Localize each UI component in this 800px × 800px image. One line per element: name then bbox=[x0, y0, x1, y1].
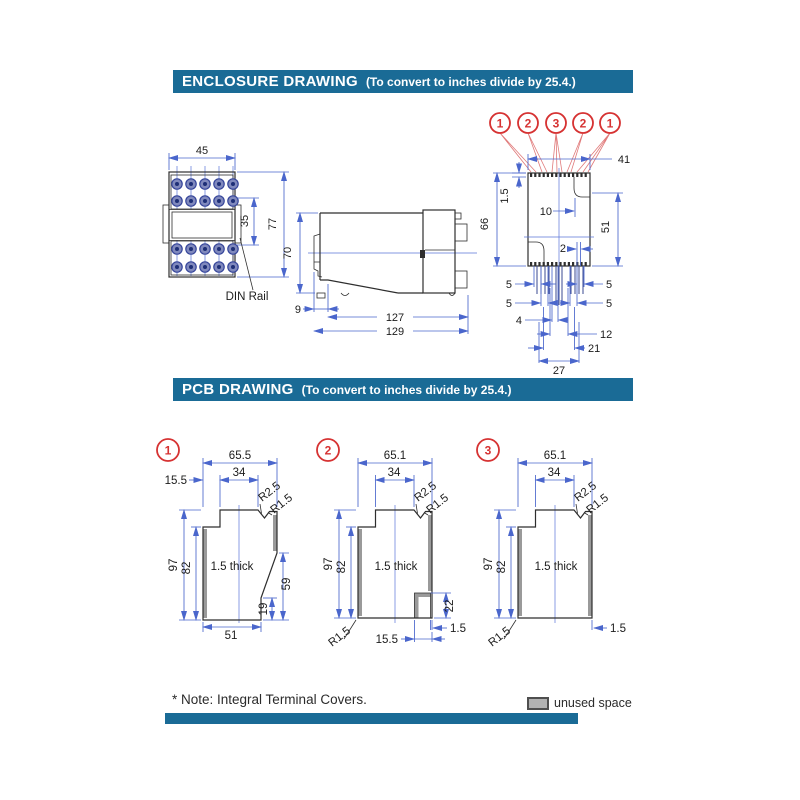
dim-front-height: 77 bbox=[267, 218, 279, 230]
unused-space-legend: unused space bbox=[527, 696, 632, 710]
din-clip-top-tab bbox=[454, 212, 462, 220]
pcb2-outline bbox=[357, 509, 433, 619]
enclosure-header-subtitle: (To convert to inches divide by 25.4.) bbox=[365, 75, 576, 89]
din-rail-clip-side bbox=[313, 233, 323, 278]
callout-leaders bbox=[499, 132, 611, 173]
dim-rear-height: 66 bbox=[479, 218, 491, 230]
pcb3-outline bbox=[517, 509, 593, 619]
front-view: 45 35 77 DIN Rail bbox=[162, 145, 289, 303]
pcb1-dim-tab: 34 bbox=[233, 467, 246, 479]
callout-1b: 1 bbox=[607, 117, 614, 131]
pcb3-dim-h97: 97 bbox=[483, 558, 495, 571]
din-rail-window bbox=[171, 211, 233, 239]
pcb1-dim-h59: 59 bbox=[281, 578, 293, 591]
callout-1a: 1 bbox=[497, 117, 504, 131]
front-foot bbox=[316, 292, 326, 299]
foot-bump bbox=[340, 292, 350, 296]
dim-rear-height51: 51 bbox=[600, 221, 612, 233]
callout-3: 3 bbox=[553, 117, 560, 131]
pcb2-dim-total: 65.1 bbox=[384, 450, 406, 462]
dim-rear-lip: 1.5 bbox=[499, 188, 511, 203]
dim-total-length: 129 bbox=[386, 326, 404, 338]
din-clip-upper bbox=[454, 223, 468, 242]
din-clip-lower bbox=[454, 270, 468, 289]
rear-callouts: 1 2 3 2 1 bbox=[489, 112, 621, 134]
dim-span27: 27 bbox=[553, 365, 565, 377]
pcb2-dim-gap: 1.5 bbox=[450, 623, 466, 635]
footnote: * Note: Integral Terminal Covers. bbox=[172, 692, 367, 707]
dim-body-length: 127 bbox=[386, 312, 404, 324]
pcb3-callout: 3 bbox=[485, 444, 492, 458]
dim-pitch-left-bottom: 5 bbox=[506, 298, 512, 310]
top-right-recess bbox=[573, 177, 590, 198]
pcb3-dim-gap: 1.5 bbox=[610, 623, 626, 635]
dim-span21: 21 bbox=[588, 343, 600, 355]
pcb-header-bar: PCB DRAWING (To convert to inches divide… bbox=[173, 378, 633, 401]
din-rail-leader bbox=[239, 237, 254, 291]
din-rail-label: DIN Rail bbox=[226, 291, 269, 303]
right-mount-tab bbox=[234, 204, 242, 244]
dim-rear-width: 41 bbox=[618, 154, 630, 166]
dim-rear-gap2: 2 bbox=[560, 243, 566, 255]
pcb2-callout: 2 bbox=[325, 444, 332, 458]
pcb1-dim-offset: 15.5 bbox=[165, 475, 187, 487]
pcb2-dim-h97: 97 bbox=[323, 558, 335, 571]
pcb1-dim-bottom: 51 bbox=[225, 630, 238, 642]
callout-2a: 2 bbox=[525, 117, 532, 131]
dim-foot-offset: 9 bbox=[295, 304, 301, 316]
pcb2-radius-corner: R1.5 bbox=[326, 625, 353, 649]
bottom-left-recess bbox=[528, 241, 545, 262]
dim-front-window: 35 bbox=[239, 215, 251, 227]
pcb3-dim-total: 65.1 bbox=[544, 450, 566, 462]
side-view: 70 9 127 129 bbox=[282, 209, 477, 338]
pcb-drawing-3: 3 65.1 34 R2.5 R1.5 97 82 1.5 thick bbox=[476, 438, 626, 649]
dim-span4: 4 bbox=[516, 315, 522, 327]
pcb-header-subtitle: (To convert to inches divide by 25.4.) bbox=[301, 383, 512, 397]
pcb2-dim-notch-h: 22 bbox=[444, 600, 456, 613]
enclosure-header-title: ENCLOSURE DRAWING bbox=[182, 73, 358, 90]
pcb2-unused-notch bbox=[414, 593, 431, 618]
dim-front-width: 45 bbox=[196, 145, 208, 157]
rear-view: 1 2 3 2 1 41 bbox=[479, 112, 630, 377]
pcb1-dim-h82: 82 bbox=[181, 562, 193, 575]
pcb2-dim-notch-w: 15.5 bbox=[376, 634, 398, 646]
pcb1-callout: 1 bbox=[165, 444, 172, 458]
pcb3-dim-h82: 82 bbox=[496, 561, 508, 574]
callout-2b: 2 bbox=[580, 117, 587, 131]
dim-pitch-right-top: 5 bbox=[606, 279, 612, 291]
left-mount-tab bbox=[162, 204, 170, 244]
pcb3-radius-corner: R1.5 bbox=[486, 625, 513, 649]
terminal-block-top bbox=[170, 174, 234, 210]
dim-pitch-left-top: 5 bbox=[506, 279, 512, 291]
unused-space-swatch bbox=[527, 696, 549, 710]
pcb1-outline bbox=[202, 509, 278, 621]
dim-span12: 12 bbox=[600, 329, 612, 341]
dim-side-height: 70 bbox=[282, 247, 294, 259]
pcb-drawing-2: 2 65.1 34 R2.5 R1.5 97 82 1.5 thic bbox=[316, 438, 466, 649]
latch bbox=[420, 250, 425, 258]
dim-rear-offset10: 10 bbox=[540, 206, 552, 218]
dim-pitch-right-bottom: 5 bbox=[606, 298, 612, 310]
pcb2-thickness: 1.5 thick bbox=[375, 561, 418, 573]
enclosure-header-bar: ENCLOSURE DRAWING (To convert to inches … bbox=[173, 70, 633, 93]
side-rear-block bbox=[422, 209, 456, 294]
pcb3-dim-tab: 34 bbox=[548, 467, 561, 479]
pcb3-thickness: 1.5 thick bbox=[535, 561, 578, 573]
pcb-header-title: PCB DRAWING bbox=[182, 381, 294, 398]
side-front-profile bbox=[319, 212, 423, 294]
pcb2-notch-outline bbox=[414, 592, 431, 618]
terminal-block-bottom bbox=[170, 240, 234, 276]
terminal-pins bbox=[536, 266, 584, 305]
pcb-drawing-1: 1 65.5 34 15.5 R2.5 R1.5 97 82 1.5 bbox=[156, 438, 295, 642]
bottom-divider-bar bbox=[165, 713, 578, 724]
pcb1-dim-h97: 97 bbox=[168, 559, 180, 572]
pcb2-dim-h82: 82 bbox=[336, 561, 348, 574]
pcb2-dim-tab: 34 bbox=[388, 467, 401, 479]
pcb1-thickness: 1.5 thick bbox=[211, 561, 254, 573]
unused-space-label: unused space bbox=[554, 696, 632, 710]
pcb1-dim-h19: 19 bbox=[258, 603, 270, 616]
pcb1-dim-total: 65.5 bbox=[229, 450, 251, 462]
